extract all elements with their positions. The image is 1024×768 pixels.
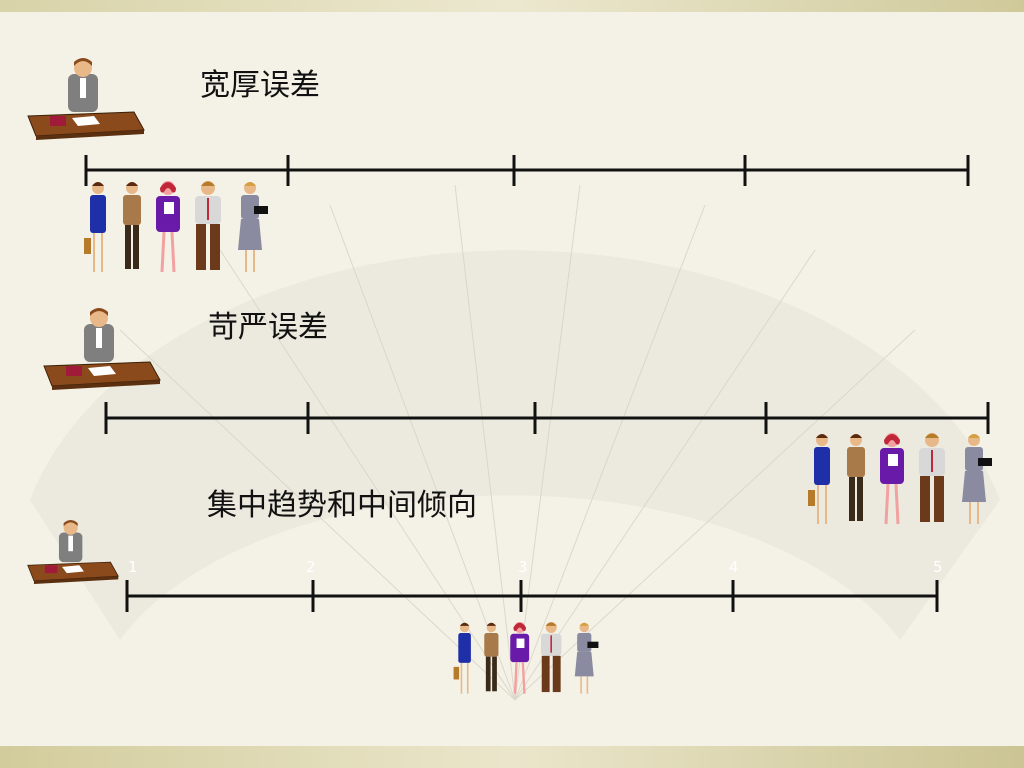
- top-decor-band: [0, 0, 1024, 12]
- scale-line-lenient: [84, 155, 970, 186]
- seated-evaluator-at-desk-icon: [27, 520, 119, 584]
- heading-severe-error: 苛严误差: [208, 310, 328, 345]
- scale-label-3: 3: [518, 558, 528, 576]
- bottom-decor-band: [0, 746, 1024, 768]
- scale-line-central: [125, 580, 939, 612]
- seated-evaluator-at-desk-icon: [43, 308, 161, 390]
- group-of-five-people-icon: [808, 433, 992, 525]
- scale-line-severe: [104, 402, 990, 434]
- heading-central-tendency: 集中趋势和中间倾向: [207, 488, 477, 523]
- scale-label-5: 5: [933, 558, 943, 576]
- scale-label-2: 2: [306, 558, 316, 576]
- group-of-five-people-icon: [84, 181, 268, 273]
- scale-label-4: 4: [729, 558, 739, 576]
- group-of-five-people-icon: [453, 622, 599, 694]
- seated-evaluator-at-desk-icon: [27, 58, 145, 140]
- heading-lenient-error: 宽厚误差: [200, 68, 320, 103]
- scale-label-1: 1: [128, 558, 138, 576]
